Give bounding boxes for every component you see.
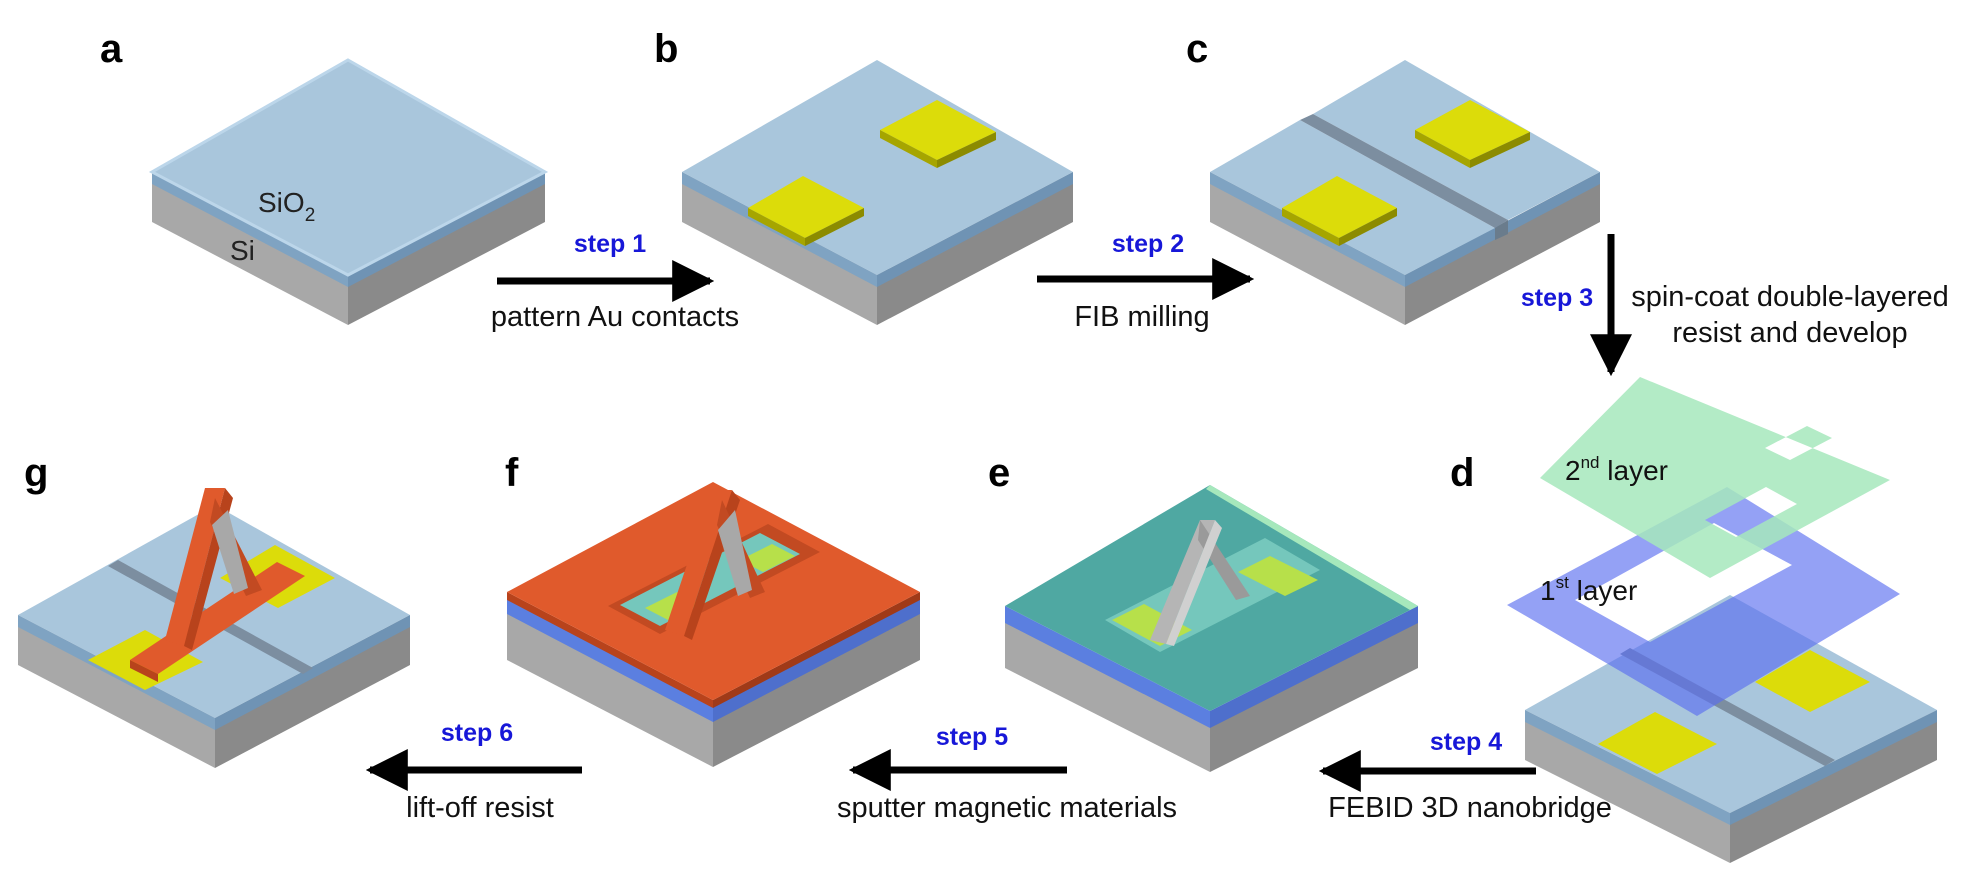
sio2-right-face <box>877 172 1073 287</box>
panel-f <box>507 482 920 767</box>
resist-side-face <box>507 598 713 722</box>
resist-first-layer <box>1507 487 1900 716</box>
trench-wall <box>1495 220 1508 240</box>
sio2-front-face <box>1525 710 1730 825</box>
nanobridge-leg <box>165 488 225 646</box>
si-front-face <box>152 172 348 325</box>
si-front-face <box>507 610 713 767</box>
si-right-face <box>1210 618 1418 772</box>
panel-c <box>1210 60 1600 325</box>
resist-side-face <box>1210 606 1418 728</box>
nanobridge-face <box>1166 520 1222 646</box>
panel-label-g: g <box>24 451 48 495</box>
sio2-right-face <box>215 615 410 730</box>
sio2-right-face <box>348 172 545 287</box>
gold-contact-exposed <box>740 544 795 572</box>
si-label: Si <box>230 235 255 266</box>
step-4: step 4 FEBID 3D nanobridge <box>1318 728 1612 824</box>
panel-label-c: c <box>1186 27 1208 71</box>
magnetic-side-face <box>713 592 920 708</box>
gold-pad-side <box>1415 130 1470 168</box>
gold-pad-side <box>748 208 805 246</box>
gold-contact-pad <box>1415 100 1530 160</box>
sio2-top-face <box>148 58 549 277</box>
step-6: step 6 lift-off resist <box>365 719 582 824</box>
gold-pad-side <box>1339 208 1397 246</box>
gold-contact-pad <box>1755 650 1870 712</box>
gold-contact-pad <box>748 176 864 238</box>
gold-contact-exposed <box>1238 556 1318 596</box>
step-5-caption: sputter magnetic materials <box>837 792 1177 824</box>
si-front-face <box>18 615 215 768</box>
step-3-caption-line2: resist and develop <box>1672 317 1907 349</box>
si-right-face <box>215 615 410 768</box>
gold-pad-side <box>805 208 864 246</box>
panel-label-d: d <box>1450 451 1474 495</box>
gold-pad-side <box>1470 132 1530 168</box>
step-6-caption: lift-off resist <box>406 792 554 824</box>
panel-d: 2nd layer 1st layer <box>1507 377 1937 863</box>
si-front-face <box>1210 172 1405 325</box>
nanobridge-core <box>212 510 248 594</box>
gold-pad-side <box>880 130 937 168</box>
fib-trench <box>1300 114 1508 228</box>
step-5-label: step 5 <box>936 723 1008 751</box>
si-front-face <box>682 172 877 325</box>
step-2-label: step 2 <box>1112 230 1184 258</box>
step-6-label: step 6 <box>441 719 513 747</box>
step-2: step 2 FIB milling <box>1037 230 1255 333</box>
sio2-right-face <box>1730 710 1937 825</box>
nanobridge-leg <box>1150 520 1215 644</box>
gold-pad-side <box>1282 208 1339 246</box>
resist-edge <box>1206 485 1418 610</box>
step-4-caption: FEBID 3D nanobridge <box>1328 792 1612 824</box>
panel-b <box>682 60 1073 325</box>
step-3-caption-line1: spin-coat double-layered <box>1631 281 1949 313</box>
gold-contact-pad <box>1598 712 1717 774</box>
panel-e <box>1005 485 1418 772</box>
si-right-face <box>348 172 545 325</box>
gold-pad-side <box>937 132 996 168</box>
resist-second-layer <box>1540 377 1890 578</box>
step-1-caption: pattern Au contacts <box>491 301 739 333</box>
panel-label-e: e <box>988 451 1010 495</box>
first-layer-label: 1st layer <box>1540 573 1637 606</box>
si-right-face <box>713 610 920 767</box>
resist-side-face <box>1005 606 1210 728</box>
si-right-face <box>1730 710 1937 863</box>
si-front-face <box>1005 618 1210 772</box>
panel-g <box>18 488 410 768</box>
nanobridge-leg <box>665 490 732 636</box>
sio2-front-face <box>152 172 348 287</box>
gold-contact-pad <box>880 100 996 160</box>
step-2-caption: FIB milling <box>1074 301 1209 333</box>
si-right-face <box>1405 172 1600 325</box>
panel-label-a: a <box>100 27 123 71</box>
panel-a: SiO2 Si <box>148 58 549 325</box>
gold-contact-pad <box>1282 176 1397 238</box>
panel-label-f: f <box>505 451 519 495</box>
sio2-label: SiO2 <box>258 187 315 226</box>
nanobridge-core <box>718 510 752 596</box>
resist-side-face <box>713 598 920 722</box>
magnetic-side-face <box>507 592 713 708</box>
second-layer-label: 2nd layer <box>1565 453 1668 486</box>
sio2-front-face <box>1210 172 1405 287</box>
step-1-label: step 1 <box>574 230 646 258</box>
step-3: step 3 spin-coat double-layered resist a… <box>1521 234 1949 377</box>
step-4-label: step 4 <box>1430 728 1502 756</box>
si-right-face <box>877 172 1073 325</box>
si-front-face <box>1525 710 1730 863</box>
panel-label-b: b <box>654 27 678 71</box>
step-5: step 5 sputter magnetic materials <box>837 723 1177 824</box>
step-1: step 1 pattern Au contacts <box>491 230 739 333</box>
step-3-label: step 3 <box>1521 284 1593 312</box>
magnetic-strip-side <box>130 660 158 682</box>
